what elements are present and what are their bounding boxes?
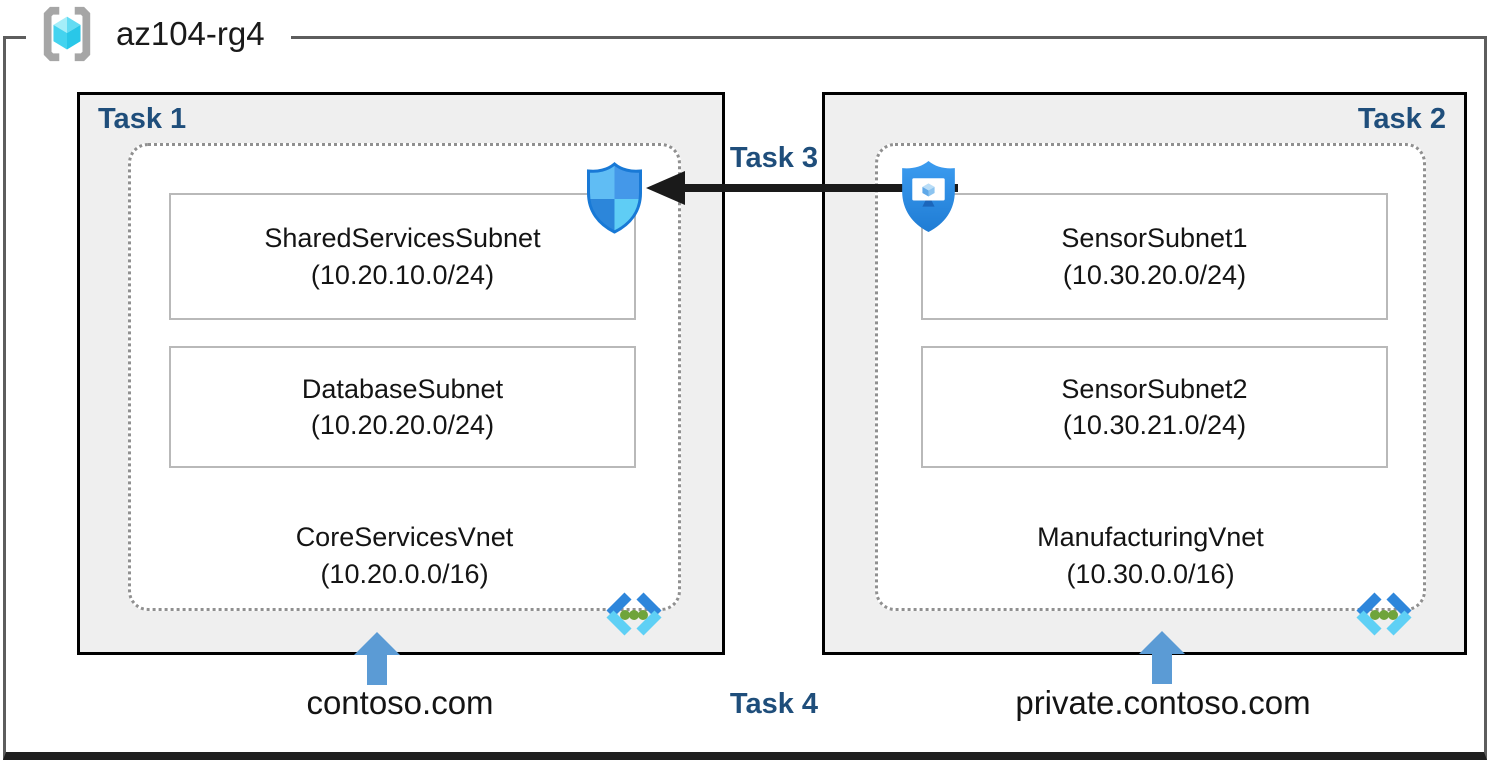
subnet-name: SensorSubnet2	[1061, 373, 1248, 404]
subnet-name: SharedServicesSubnet	[264, 223, 541, 254]
subnet-cidr: (10.30.21.0/24)	[1062, 410, 1247, 440]
up-arrow-icon	[354, 632, 400, 685]
subnet-cidr: (10.30.20.0/24)	[1062, 259, 1247, 290]
subnet-cidr: (10.20.20.0/24)	[310, 410, 495, 440]
vnet-label: ManufacturingVnet (10.30.0.0/16)	[878, 519, 1423, 592]
subnet-name: DatabaseSubnet	[301, 373, 504, 404]
vnet-name: CoreServicesVnet	[295, 522, 514, 553]
subnet-name: SensorSubnet1	[1061, 223, 1248, 254]
up-arrow-icon	[1139, 631, 1185, 684]
subnet-sensor-2: SensorSubnet2 (10.30.21.0/24)	[921, 346, 1388, 468]
task3-label: Task 3	[729, 142, 819, 174]
dns-zone-contoso: contoso.com	[306, 684, 494, 721]
manufacturing-vnet-boundary: SensorSubnet1 (10.30.20.0/24) SensorSubn…	[875, 143, 1426, 636]
core-services-vnet-boundary: SharedServicesSubnet (10.20.10.0/24) Dat…	[128, 143, 681, 636]
vnet-cidr: (10.20.0.0/16)	[320, 558, 489, 589]
dns-zone-private-contoso: private.contoso.com	[1015, 684, 1311, 721]
task1-label: Task 1	[98, 103, 187, 135]
resource-group-icon	[36, 5, 98, 63]
panel-manufacturing: Task 2 SensorSubnet1 (10.30.20.0/24) Sen…	[822, 92, 1467, 655]
resource-group-legend: az104-rg4	[26, 2, 291, 66]
subnet-database: DatabaseSubnet (10.20.20.0/24)	[169, 346, 636, 468]
subnet-cidr: (10.20.10.0/24)	[310, 259, 495, 290]
task4-label: Task 4	[729, 688, 819, 720]
bastion-icon	[899, 159, 958, 234]
resource-group-name: az104-rg4	[116, 15, 265, 52]
vnet-label: CoreServicesVnet (10.20.0.0/16)	[131, 519, 678, 592]
subnet-shared-services: SharedServicesSubnet (10.20.10.0/24)	[169, 193, 636, 320]
resource-group-frame	[3, 36, 1487, 760]
vnet-name: ManufacturingVnet	[1037, 522, 1264, 553]
virtual-network-icon	[1351, 589, 1417, 639]
subnet-sensor-1: SensorSubnet1 (10.30.20.0/24)	[921, 193, 1388, 320]
virtual-network-icon	[601, 589, 667, 639]
vnet-cidr: (10.30.0.0/16)	[1066, 558, 1235, 589]
task2-label: Task 2	[1357, 103, 1446, 135]
network-security-group-icon	[585, 162, 644, 234]
